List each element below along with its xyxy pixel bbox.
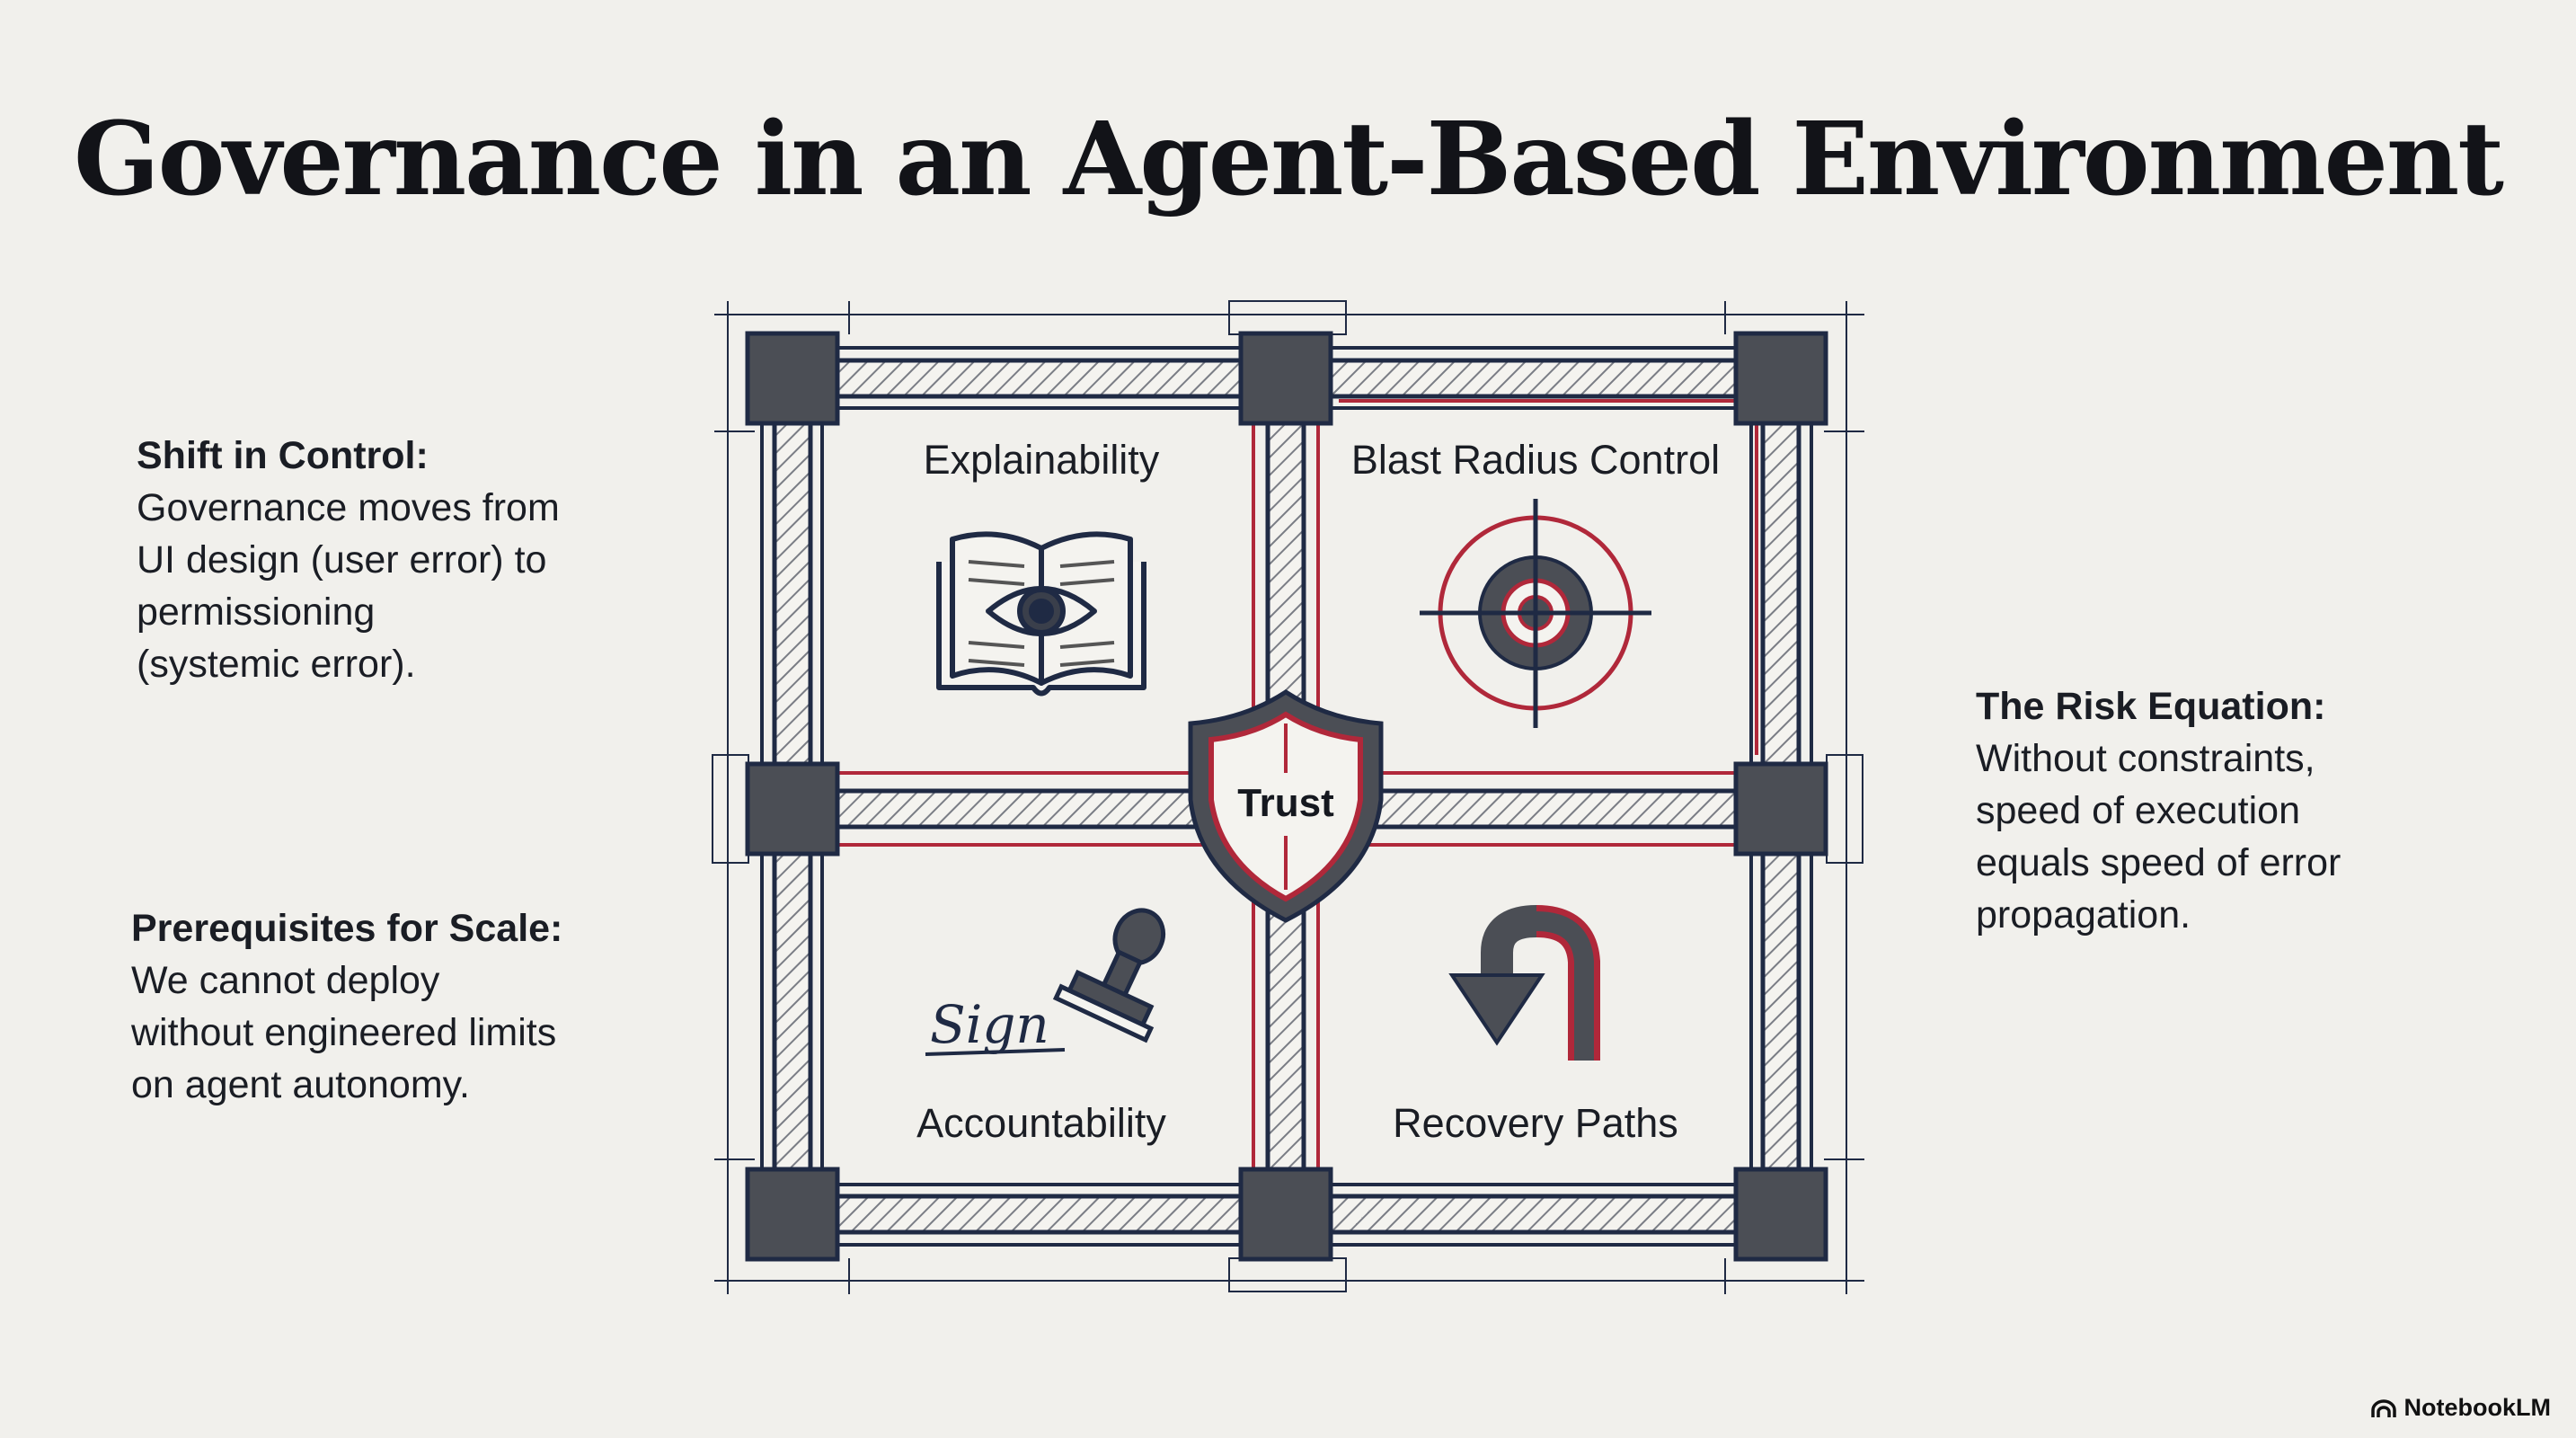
joints bbox=[745, 331, 1828, 1262]
note-line: equals speed of error bbox=[1976, 841, 2341, 884]
note-line: without engineered limits bbox=[131, 1011, 557, 1054]
trust-label: Trust bbox=[1237, 781, 1334, 825]
brand-name: NotebookLM bbox=[2403, 1394, 2551, 1421]
label-accountability: Accountability bbox=[916, 1100, 1166, 1146]
label-blast-radius-control: Blast Radius Control bbox=[1351, 437, 1720, 483]
note-line: We cannot deploy bbox=[131, 959, 440, 1002]
signature-text: Sign bbox=[930, 994, 1049, 1055]
u-turn-arrow-icon bbox=[1448, 905, 1600, 1061]
book-eye-icon bbox=[936, 531, 1146, 697]
note-line: (systemic error). bbox=[137, 643, 416, 686]
note-line: permissioning bbox=[137, 590, 376, 634]
note-line: propagation. bbox=[1976, 893, 2191, 936]
note-shift-in-control: Shift in Control: Governance moves from … bbox=[137, 430, 560, 690]
target-icon bbox=[1420, 499, 1651, 728]
note-risk-equation: The Risk Equation: Without constraints, … bbox=[1976, 680, 2341, 941]
notebooklm-brand: NotebookLM bbox=[2370, 1394, 2551, 1422]
note-prerequisites: Prerequisites for Scale: We cannot deplo… bbox=[131, 902, 562, 1111]
note-line: speed of execution bbox=[1976, 789, 2300, 832]
note-line: Without constraints, bbox=[1976, 737, 2315, 780]
signature-stamp-icon: Sign bbox=[925, 908, 1166, 1056]
notebooklm-logo-icon bbox=[2370, 1398, 2396, 1417]
note-heading: Prerequisites for Scale: bbox=[131, 907, 563, 950]
note-line: on agent autonomy. bbox=[131, 1063, 470, 1106]
note-line: Governance moves from bbox=[137, 486, 560, 529]
label-explainability: Explainability bbox=[924, 437, 1160, 483]
label-recovery-paths: Recovery Paths bbox=[1393, 1100, 1678, 1146]
note-heading: Shift in Control: bbox=[137, 434, 429, 477]
note-heading: The Risk Equation: bbox=[1976, 685, 2326, 728]
trust-shield-icon: Trust bbox=[1188, 689, 1384, 923]
page-title: Governance in an Agent-Based Environment bbox=[74, 101, 2504, 218]
note-line: UI design (user error) to bbox=[137, 538, 547, 581]
